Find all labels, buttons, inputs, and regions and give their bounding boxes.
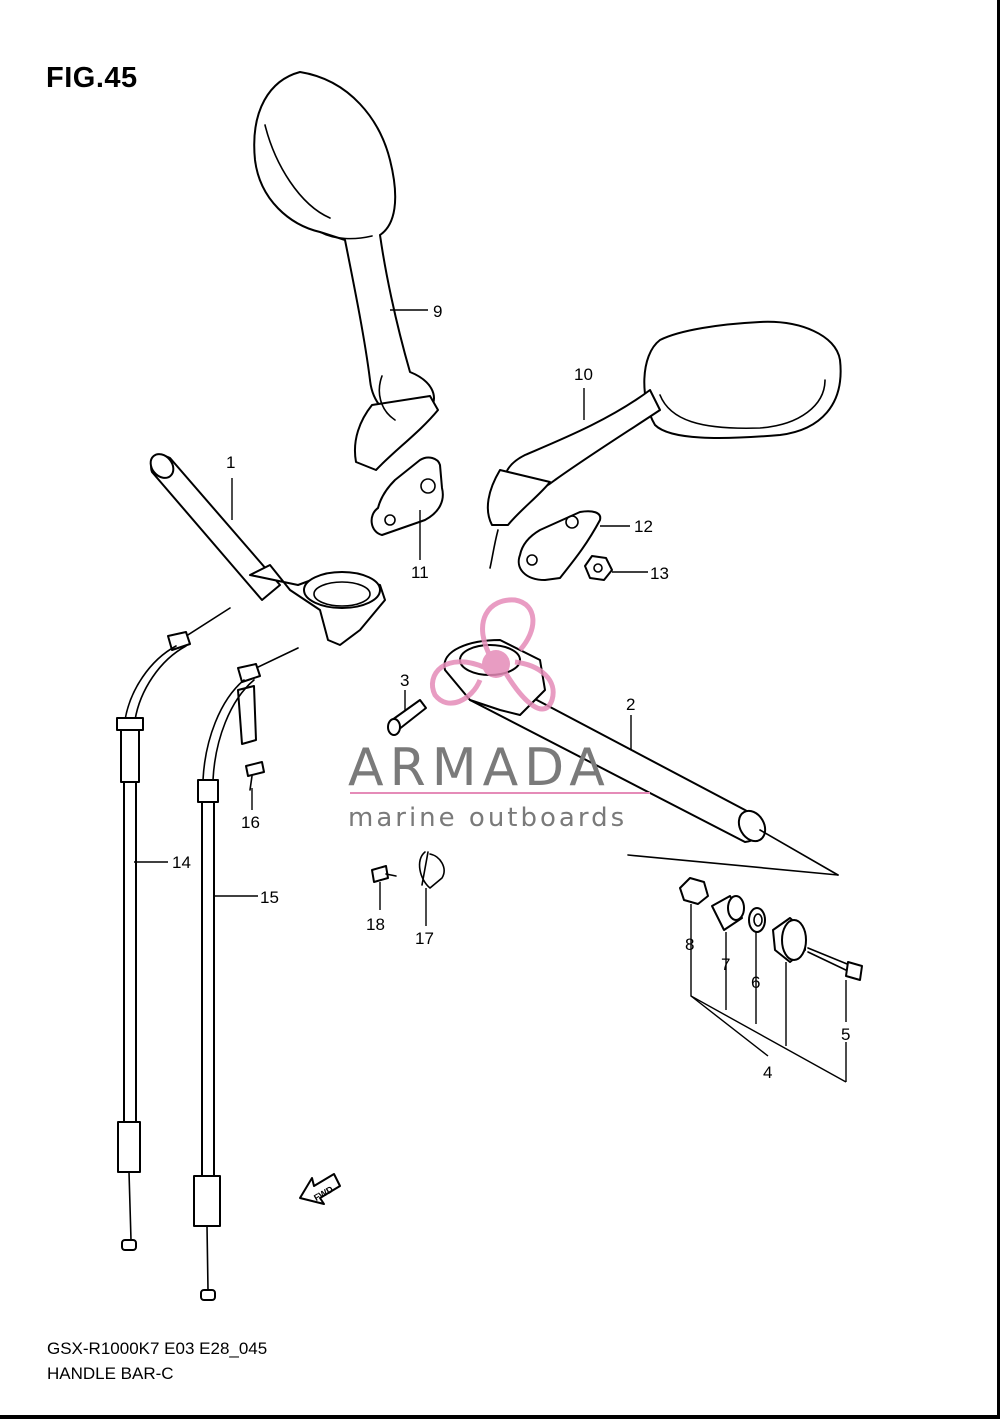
callout-14: 14 xyxy=(172,853,191,872)
callout-labels: 1 2 3 4 5 6 7 8 9 10 11 12 13 14 15 16 1… xyxy=(172,302,850,1082)
fwd-arrow-icon: FWD xyxy=(299,1173,341,1205)
part-12-right-bracket[interactable] xyxy=(517,510,602,581)
watermark-brand: ARMADA xyxy=(348,738,611,798)
frame-border-right xyxy=(997,0,1000,1419)
part-8-nut[interactable] xyxy=(679,877,709,905)
armada-watermark: ARMADA marine outboards xyxy=(348,597,650,833)
callout-15: 15 xyxy=(260,888,279,907)
propeller-logo-icon xyxy=(430,597,556,712)
part-4-balancer[interactable] xyxy=(772,917,807,963)
callout-9: 9 xyxy=(433,302,442,321)
part-7-collar[interactable] xyxy=(711,895,745,931)
part-18-screw[interactable] xyxy=(371,865,397,883)
callout-5: 5 xyxy=(841,1025,850,1044)
callout-1: 1 xyxy=(226,453,235,472)
part-13-nut[interactable] xyxy=(584,555,613,581)
callout-6: 6 xyxy=(751,973,760,992)
callout-11: 11 xyxy=(411,563,429,582)
callout-13: 13 xyxy=(650,564,669,583)
part-5-bolt[interactable] xyxy=(807,947,863,981)
callout-2: 2 xyxy=(626,695,635,714)
callout-17: 17 xyxy=(415,929,434,948)
callout-10: 10 xyxy=(574,365,593,384)
part-10-right-mirror[interactable] xyxy=(486,320,842,569)
part-14-throttle-cable[interactable] xyxy=(116,607,231,1251)
callout-18: 18 xyxy=(366,915,385,934)
part-15-throttle-cable[interactable] xyxy=(193,647,299,1301)
callout-12: 12 xyxy=(634,517,653,536)
footer-section-name: HANDLE BAR-C xyxy=(47,1364,174,1383)
leader-lines xyxy=(134,309,847,1083)
figure-title: FIG.45 xyxy=(46,62,138,94)
callout-16: 16 xyxy=(241,813,260,832)
callout-3: 3 xyxy=(400,671,409,690)
part-6-washer[interactable] xyxy=(748,907,766,933)
part-11-left-bracket[interactable] xyxy=(370,456,444,536)
part-17-clip[interactable] xyxy=(418,851,445,889)
part-16-screw[interactable] xyxy=(245,761,265,791)
part-9-left-mirror[interactable] xyxy=(253,71,439,471)
part-1-left-handlebar[interactable] xyxy=(146,450,386,646)
callout-7: 7 xyxy=(721,955,730,974)
callout-8: 8 xyxy=(685,935,694,954)
frame-border-bottom xyxy=(0,1415,1000,1419)
watermark-tagline: marine outboards xyxy=(348,803,627,833)
footer-model-code: GSX-R1000K7 E03 E28_045 xyxy=(47,1339,268,1358)
callout-4: 4 xyxy=(763,1063,772,1082)
part-3-bolt[interactable] xyxy=(387,699,427,736)
